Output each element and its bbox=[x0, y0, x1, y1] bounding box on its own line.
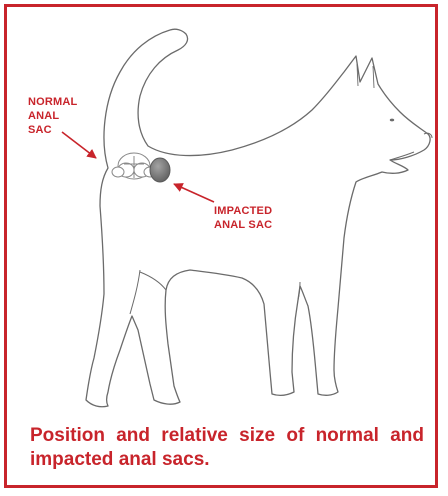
figure-caption: Position and relative size of normal and… bbox=[30, 424, 424, 472]
impacted-label-line-2: ANAL SAC bbox=[214, 218, 304, 232]
impacted-label-line-1: IMPACTED bbox=[214, 204, 304, 218]
normal-label-line-2: ANAL bbox=[28, 109, 108, 123]
normal-label-line-1: NORMAL bbox=[28, 95, 108, 109]
normal-label-line-3: SAC bbox=[28, 123, 108, 137]
eye bbox=[390, 119, 394, 122]
impacted-anal-sac bbox=[150, 158, 170, 182]
impacted-anal-sac-label: IMPACTED ANAL SAC bbox=[214, 204, 304, 232]
normal-anal-sac-label: NORMAL ANAL SAC bbox=[28, 95, 108, 137]
